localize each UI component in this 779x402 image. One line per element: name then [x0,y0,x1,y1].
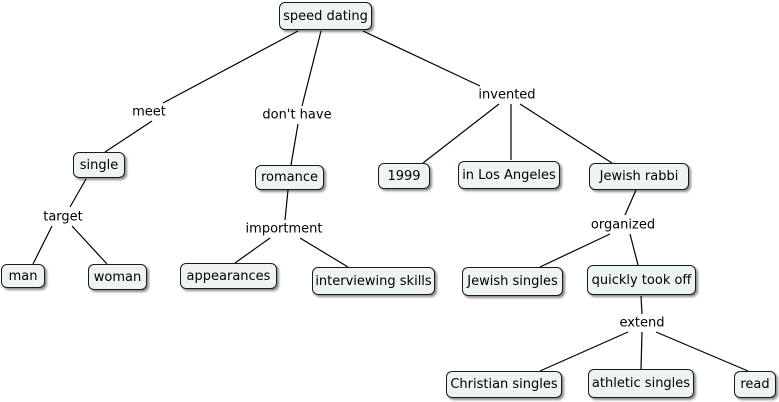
connector-line [284,189,289,221]
link-label-importment: importment [243,221,325,237]
link-label-invented: invented [476,87,538,103]
connector-line [422,103,500,164]
concept-1999[interactable]: 1999 [378,163,430,189]
concept-appearances[interactable]: appearances [180,263,277,289]
concept-athletic-singles[interactable]: athletic singles [588,369,694,398]
concept-speed-dating[interactable]: speed dating [279,2,372,30]
connector-line [234,237,271,264]
connector-line [299,237,349,268]
connector-line [655,331,749,372]
link-label-dont-have: don't have [260,107,334,123]
concept-man[interactable]: man [1,264,45,288]
concept-in-los-angeles[interactable]: in Los Angeles [458,161,560,189]
connector-line [162,30,299,104]
concept-jewish-rabbi[interactable]: Jewish rabbi [589,163,689,190]
concept-woman[interactable]: woman [88,264,147,290]
concept-read[interactable]: read [734,371,776,398]
connector-line [104,120,153,153]
connector-line [640,331,643,370]
link-label-target: target [41,209,85,225]
connector-line [71,225,108,265]
link-label-organized: organized [588,217,658,233]
connector-line [69,178,87,208]
link-label-meet: meet [130,104,168,120]
connector-line [624,189,637,216]
concept-romance[interactable]: romance [255,165,324,190]
concept-interviewing-skills[interactable]: interviewing skills [312,267,435,295]
connector-line [629,233,639,266]
link-label-extend: extend [617,315,667,331]
concept-christian-singles[interactable]: Christian singles [446,371,562,398]
concept-quickly-took-off[interactable]: quickly took off [587,265,696,295]
connector-line [290,123,299,166]
connector-line [640,295,643,315]
connector-line [301,30,322,107]
concept-jewish-singles[interactable]: Jewish singles [462,267,563,296]
connector-line [539,331,629,372]
concept-single[interactable]: single [73,152,125,178]
connector-line [519,103,613,164]
connector-line [362,30,481,87]
connector-line [539,233,611,268]
connector-line [32,225,53,265]
